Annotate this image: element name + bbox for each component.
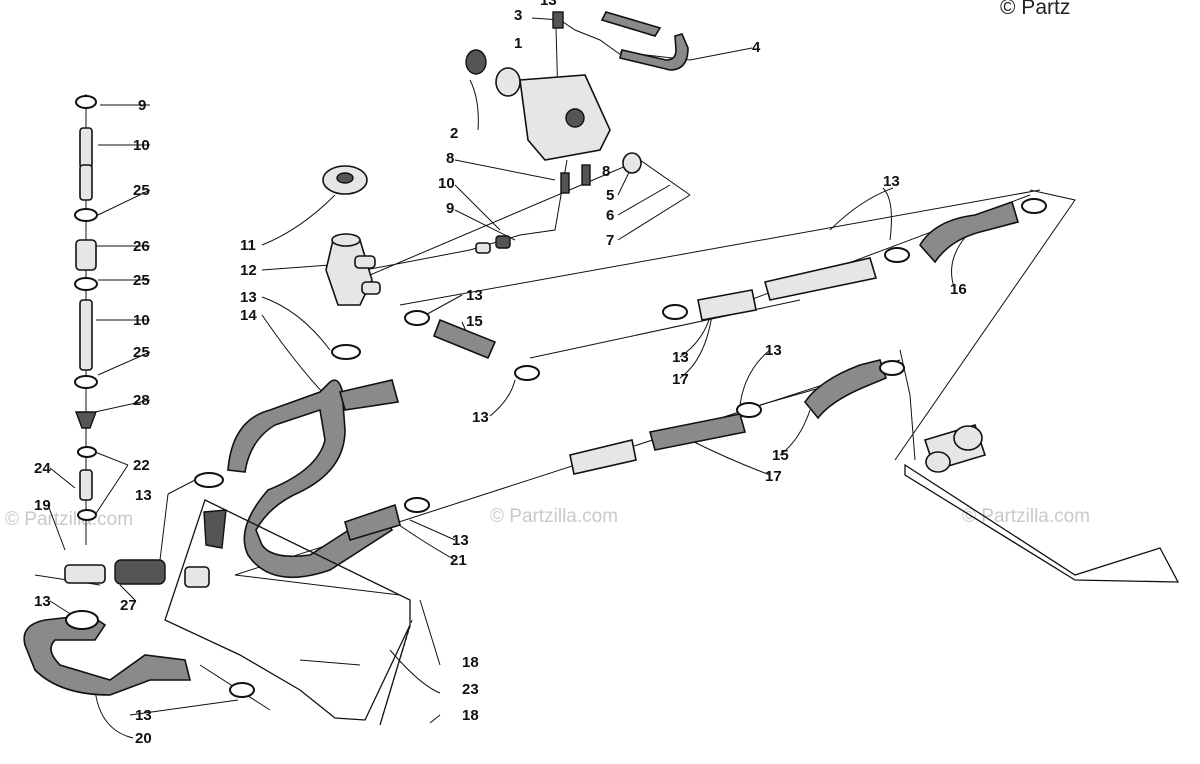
watermark-center: © Partzilla.com	[490, 506, 618, 527]
callout-3: 3	[514, 7, 522, 24]
callout-13c: 13	[472, 409, 489, 426]
callout-20: 20	[135, 730, 152, 747]
left-fitting-stack	[74, 95, 99, 521]
callout-4: 4	[752, 39, 761, 56]
callout-28: 28	[133, 392, 150, 409]
watermark-right: © Partzilla.com	[962, 506, 1090, 527]
callout-18a: 18	[462, 654, 479, 671]
callout-24: 24	[34, 460, 51, 477]
callout-15b: 15	[772, 447, 789, 464]
callout-25c: 25	[133, 344, 150, 361]
callout-13b: 13	[466, 287, 483, 304]
callout-16: 16	[950, 281, 967, 298]
callout-23: 23	[462, 681, 479, 698]
callout-1: 1	[514, 35, 522, 52]
callout-13h: 13	[452, 532, 469, 549]
callout-7: 7	[606, 232, 614, 249]
callout-13g: 13	[135, 487, 152, 504]
callout-17b: 17	[765, 468, 782, 485]
bypass-hose	[600, 11, 689, 71]
filler-neck	[322, 165, 511, 360]
callout-5: 5	[606, 187, 614, 204]
lower-left-fittings	[23, 472, 256, 698]
callout-10b: 10	[133, 312, 150, 329]
callout-10c: 10	[438, 175, 455, 192]
hose-14	[227, 379, 400, 578]
callout-10a: 10	[133, 137, 150, 154]
callout-15a: 15	[466, 313, 483, 330]
callout-25a: 25	[133, 182, 150, 199]
callout-13d: 13	[672, 349, 689, 366]
callout-27: 27	[120, 597, 137, 614]
heat-exchanger	[164, 499, 413, 726]
callout-19: 19	[34, 497, 51, 514]
callout-11: 11	[240, 237, 256, 254]
watermark-left: © Partzilla.com	[5, 509, 133, 530]
callout-9a: 9	[138, 97, 146, 114]
callout-9b: 9	[446, 200, 454, 217]
callout-13k: 13	[540, 0, 557, 9]
callout-8b: 8	[602, 163, 610, 180]
callout-6: 6	[606, 207, 614, 224]
rear-heat-exchanger	[904, 424, 1180, 583]
callout-13a: 13	[240, 289, 257, 306]
callout-2: 2	[450, 125, 458, 142]
callout-26: 26	[133, 238, 150, 255]
callout-18b: 18	[462, 707, 479, 724]
callout-8a: 8	[446, 150, 454, 167]
thermostat-housing	[465, 11, 642, 194]
callout-25b: 25	[133, 272, 150, 289]
lower-hoses	[344, 359, 906, 542]
callout-13i: 13	[34, 593, 51, 610]
callout-12: 12	[240, 262, 257, 279]
callout-22: 22	[133, 457, 150, 474]
callout-13f: 13	[883, 173, 900, 190]
callout-labels: 1 2 3 4 5 6 7 8 8 9 9 10 10 10 11 12 13 …	[34, 0, 967, 747]
callout-13j: 13	[135, 707, 152, 724]
callout-21: 21	[450, 552, 467, 569]
upper-hoses	[404, 198, 1048, 381]
callout-17a: 17	[672, 371, 689, 388]
copyright-text: © Partz	[1000, 0, 1070, 19]
callout-14: 14	[240, 307, 257, 324]
callout-13e: 13	[765, 342, 782, 359]
